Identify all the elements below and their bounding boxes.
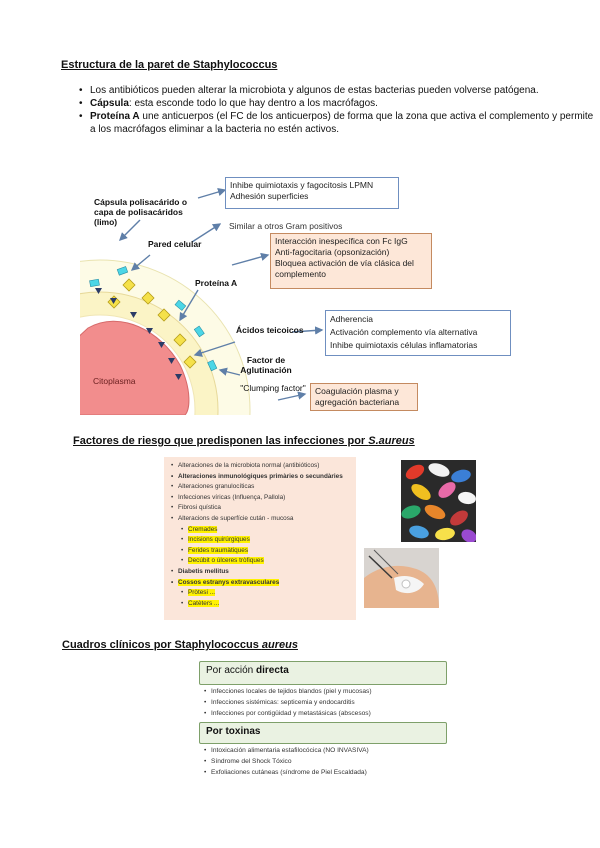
list-item: Cremades bbox=[170, 525, 352, 536]
list-item: Alteracions de superfície cután - mucosa bbox=[170, 514, 352, 525]
label-proteina-a: Proteína A bbox=[195, 278, 237, 288]
list-item: Síndrome del Shock Tóxico bbox=[203, 756, 369, 767]
direct-action-list: Infecciones locales de tejidos blandos (… bbox=[203, 686, 372, 719]
list-item: Alteraciones granulocíticas bbox=[170, 482, 352, 493]
box-proteina-effects: Interacción inespecífica con Fc IgG Anti… bbox=[270, 233, 432, 289]
list-item: Exfoliaciones cutáneas (síndrome de Piel… bbox=[203, 767, 369, 778]
list-item: Los antibióticos pueden alterar la micro… bbox=[77, 84, 597, 97]
label-capsula: Cápsula polisacárido o capa de polisacár… bbox=[94, 197, 206, 227]
toxins-list: Intoxicación alimentaria estafilocócica … bbox=[203, 745, 369, 778]
pills-image bbox=[401, 460, 476, 542]
list-item: Ferides traumàtiques bbox=[170, 546, 352, 557]
arrow-clumping-box bbox=[278, 394, 305, 400]
list-item: Infecciones locales de tejidos blandos (… bbox=[203, 686, 372, 697]
section-title-structure: Estructura de la paret de Staphylococcus bbox=[61, 59, 277, 71]
similar-gram-positive-text: Similar a otros Gram positivos bbox=[229, 221, 342, 231]
list-item: Catèters ... bbox=[170, 599, 352, 610]
list-item: Intoxicación alimentaria estafilocócica … bbox=[203, 745, 369, 756]
list-item: Cossos estranys extravasculares bbox=[170, 578, 352, 589]
section-title-clinical: Cuadros clínicos por Staphylococcus aure… bbox=[62, 639, 298, 651]
structure-bullet-list: Los antibióticos pueden alterar la micro… bbox=[77, 84, 597, 136]
box-acidos-effects: Adherencia Activación complemento vía al… bbox=[325, 310, 511, 356]
box-capsula-effects: Inhibe quimiotaxis y fagocitosis LPMN Ad… bbox=[225, 177, 399, 209]
box-factor-effects: Coagulación plasma y agregación bacteria… bbox=[310, 383, 418, 411]
label-pared-celular: Pared celular bbox=[148, 239, 201, 249]
list-item: Alteraciones de la microbiota normal (an… bbox=[170, 461, 352, 472]
list-item: Proteína A une anticuerpos (el FC de los… bbox=[77, 110, 597, 136]
list-item: Infecciones sistémicas: septicemia y end… bbox=[203, 697, 372, 708]
list-item: Incisions quirúrgiques bbox=[170, 535, 352, 546]
list-item: Alteraciones inmunológiques primàries o … bbox=[170, 472, 352, 483]
label-factor-aglutinacion: Factor de Aglutinación bbox=[234, 355, 298, 375]
list-item: Decúbit o úlceres tròfiques bbox=[170, 556, 352, 567]
direct-action-header: Por acción directa bbox=[199, 661, 447, 685]
list-item: Pròtesi ... bbox=[170, 588, 352, 599]
list-item: Cápsula: esta esconde todo lo que hay de… bbox=[77, 97, 597, 110]
label-clumping-factor: "Clumping factor" bbox=[240, 383, 306, 393]
list-item: Infecciones víricas (Influença, Pallola) bbox=[170, 493, 352, 504]
toxins-header: Por toxinas bbox=[199, 722, 447, 744]
label-acidos-teicoicos: Ácidos teicoicos bbox=[236, 325, 304, 335]
label-citoplasma: Citoplasma bbox=[93, 376, 136, 386]
risk-factors-panel: Alteraciones de la microbiota normal (an… bbox=[164, 457, 356, 620]
section-title-risk-factors: Factores de riesgo que predisponen las i… bbox=[73, 435, 415, 447]
clumping-factor-marker bbox=[90, 279, 100, 286]
list-item: Infecciones por contigüidad y metastásic… bbox=[203, 708, 372, 719]
arrow-proteina-box bbox=[232, 255, 268, 265]
list-item: Fibrosi quística bbox=[170, 503, 352, 514]
list-item: Diabetis mellitus bbox=[170, 567, 352, 578]
patient-catheter-image bbox=[364, 548, 439, 608]
